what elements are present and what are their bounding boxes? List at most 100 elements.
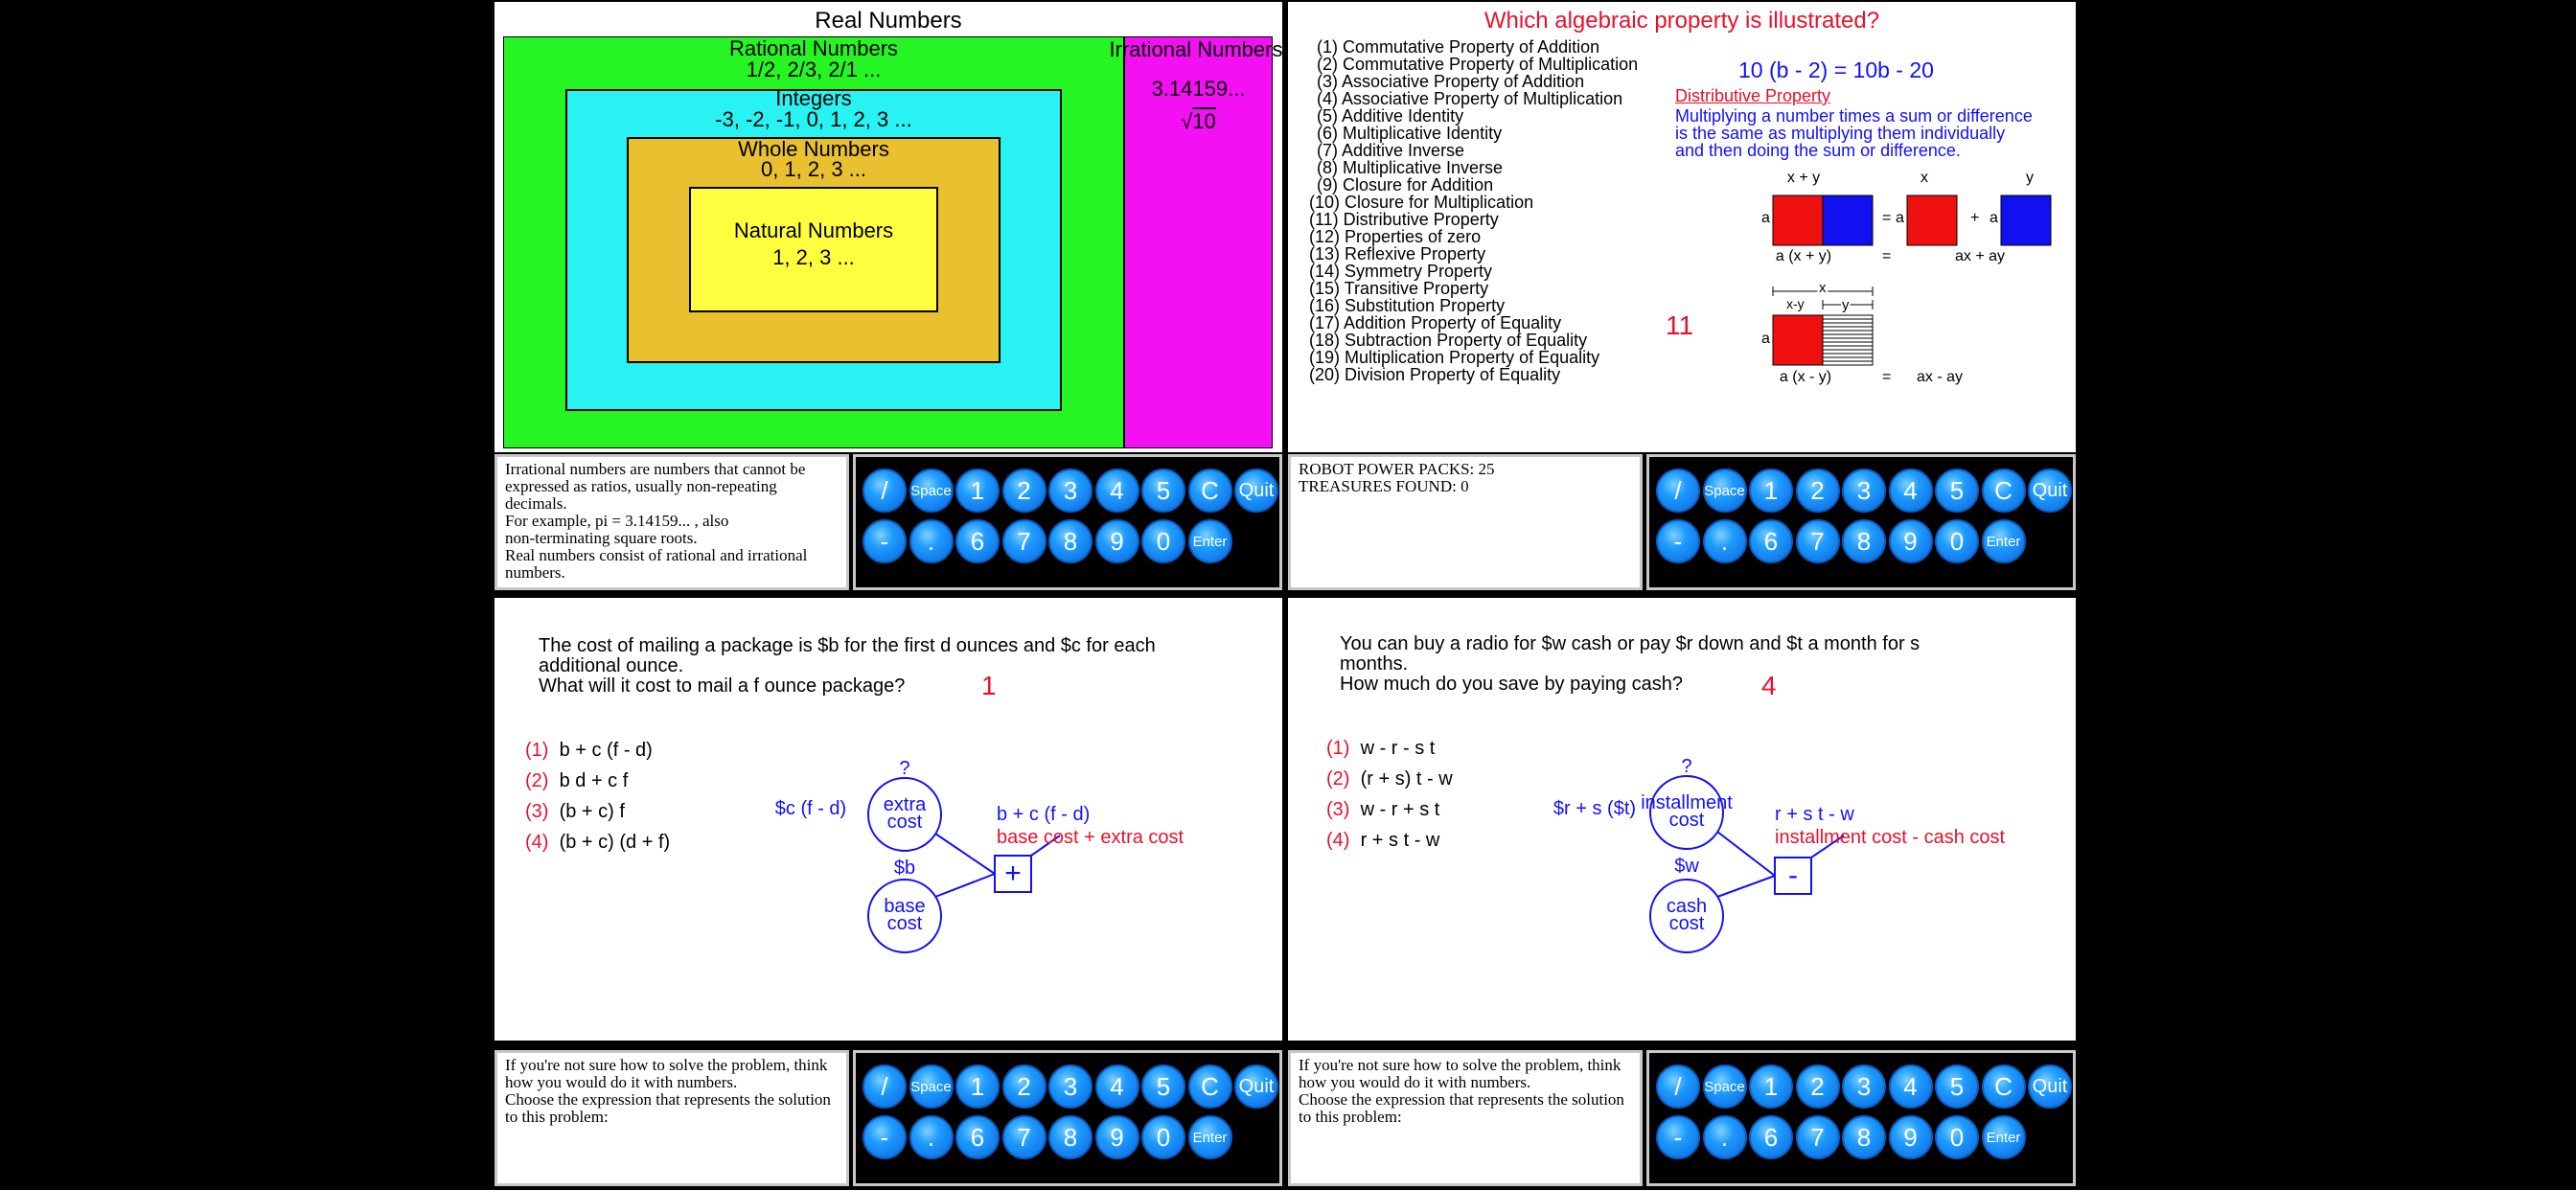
digit-3-key[interactable]: 3 [1842,469,1886,513]
property-item[interactable]: (9) Closure for Addition [1317,175,1494,195]
property-item[interactable]: (3) Associative Property of Addition [1317,72,1585,91]
digit-7-key[interactable]: 7 [1795,1115,1840,1159]
property-item[interactable]: (5) Additive Identity [1317,106,1464,126]
digit-3-key[interactable]: 3 [1048,1064,1092,1109]
choice-item[interactable]: (1) w - r - s t [1326,738,1436,759]
enter-key[interactable]: Enter [1187,519,1232,563]
choice-item[interactable]: (1) b + c (f - d) [525,740,653,761]
digit-8-key[interactable]: 8 [1048,1115,1092,1159]
digit-4-key[interactable]: 4 [1094,1064,1139,1109]
property-equation: 10 (b - 2) = 10b - 20 [1738,57,1934,82]
decimal-key[interactable]: . [908,519,954,563]
digit-1-key[interactable]: 1 [955,1064,1000,1109]
digit-3-key[interactable]: 3 [1048,469,1092,513]
minus-key[interactable]: - [862,519,907,563]
digit-2-key[interactable]: 2 [1001,469,1046,513]
property-item[interactable]: (13) Reflexive Property [1309,244,1486,263]
choice-item[interactable]: (4) (b + c) (d + f) [525,832,671,853]
property-item[interactable]: (16) Substitution Property [1309,296,1506,315]
clear-key[interactable]: C [1187,469,1232,513]
space-key[interactable]: Space [908,1064,954,1109]
digit-2-key[interactable]: 2 [1001,1064,1046,1109]
property-item[interactable]: (18) Subtraction Property of Equality [1309,331,1588,350]
property-item[interactable]: (2) Commutative Property of Multiplicati… [1317,55,1639,74]
quit-key[interactable]: Quit [1234,469,1278,513]
digit-5-key[interactable]: 5 [1935,1064,1979,1109]
digit-0-key[interactable]: 0 [1141,519,1185,563]
digit-6-key[interactable]: 6 [955,519,1000,563]
decimal-key[interactable]: . [1702,519,1747,563]
property-item[interactable]: (14) Symmetry Property [1309,262,1493,281]
digit-4-key[interactable]: 4 [1888,1064,1933,1109]
space-key[interactable]: Space [1702,1064,1747,1109]
space-key[interactable]: Space [1702,469,1747,513]
digit-4-key[interactable]: 4 [1888,469,1933,513]
divide-key[interactable]: / [862,1064,907,1109]
property-item[interactable]: (10) Closure for Multiplication [1309,193,1534,212]
decimal-key[interactable]: . [908,1115,954,1159]
choice-item[interactable]: (3) w - r + s t [1326,799,1440,820]
sqrt-icon: √ [1181,109,1193,133]
digit-3-key[interactable]: 3 [1842,1064,1886,1109]
digit-7-key[interactable]: 7 [1795,519,1840,563]
property-item[interactable]: (8) Multiplicative Inverse [1317,158,1504,177]
digit-2-key[interactable]: 2 [1795,1064,1840,1109]
property-item[interactable]: (17) Addition Property of Equality [1309,313,1562,332]
diagram-formula: ax + ay [1955,248,2005,264]
status-textbox: ROBOT POWER PACKS: 25 TREASURES FOUND: 0 [1288,454,1643,590]
clear-key[interactable]: C [1981,469,2026,513]
choice-item[interactable]: (3) (b + c) f [525,801,625,822]
digit-0-key[interactable]: 0 [1935,519,1979,563]
clear-key[interactable]: C [1981,1064,2026,1109]
digit-6-key[interactable]: 6 [955,1115,1000,1159]
digit-9-key[interactable]: 9 [1888,519,1933,563]
choice-item[interactable]: (2) b d + c f [525,770,629,791]
property-item[interactable]: (19) Multiplication Property of Equality [1309,348,1600,367]
divide-key[interactable]: / [1656,1064,1700,1109]
digit-7-key[interactable]: 7 [1001,519,1046,563]
digit-6-key[interactable]: 6 [1749,1115,1793,1159]
digit-0-key[interactable]: 0 [1141,1115,1185,1159]
choice-item[interactable]: (2) (r + s) t - w [1326,768,1453,790]
property-item[interactable]: (20) Division Property of Equality [1309,365,1561,384]
property-item[interactable]: (11) Distributive Property [1309,210,1499,229]
digit-9-key[interactable]: 9 [1094,1115,1139,1159]
minus-key[interactable]: - [862,1115,907,1159]
digit-1-key[interactable]: 1 [1749,469,1793,513]
enter-key[interactable]: Enter [1981,1115,2026,1159]
enter-key[interactable]: Enter [1981,519,2026,563]
digit-5-key[interactable]: 5 [1141,469,1185,513]
digit-8-key[interactable]: 8 [1842,1115,1886,1159]
digit-5-key[interactable]: 5 [1141,1064,1185,1109]
minus-key[interactable]: - [1656,519,1700,563]
minus-key[interactable]: - [1656,1115,1700,1159]
digit-8-key[interactable]: 8 [1048,519,1092,563]
digit-9-key[interactable]: 9 [1094,519,1139,563]
property-item[interactable]: (4) Associative Property of Multiplicati… [1317,89,1623,108]
digit-1-key[interactable]: 1 [1749,1064,1793,1109]
space-key[interactable]: Space [908,469,954,513]
decimal-key[interactable]: . [1702,1115,1747,1159]
choice-item[interactable]: (4) r + s t - w [1326,830,1440,851]
digit-6-key[interactable]: 6 [1749,519,1793,563]
quit-key[interactable]: Quit [2028,1064,2072,1109]
digit-7-key[interactable]: 7 [1001,1115,1046,1159]
property-item[interactable]: (1) Commutative Property of Addition [1317,37,1600,57]
property-item[interactable]: (7) Additive Inverse [1317,141,1465,160]
property-item[interactable]: (15) Transitive Property [1309,279,1489,298]
property-item[interactable]: (12) Properties of zero [1309,227,1482,246]
digit-5-key[interactable]: 5 [1935,469,1979,513]
digit-9-key[interactable]: 9 [1888,1115,1933,1159]
clear-key[interactable]: C [1187,1064,1232,1109]
divide-key[interactable]: / [862,469,907,513]
digit-8-key[interactable]: 8 [1842,519,1886,563]
property-item[interactable]: (6) Multiplicative Identity [1317,124,1503,143]
enter-key[interactable]: Enter [1187,1115,1232,1159]
quit-key[interactable]: Quit [2028,469,2072,513]
digit-2-key[interactable]: 2 [1795,469,1840,513]
digit-0-key[interactable]: 0 [1935,1115,1979,1159]
digit-4-key[interactable]: 4 [1094,469,1139,513]
digit-1-key[interactable]: 1 [955,469,1000,513]
divide-key[interactable]: / [1656,469,1700,513]
quit-key[interactable]: Quit [1234,1064,1278,1109]
